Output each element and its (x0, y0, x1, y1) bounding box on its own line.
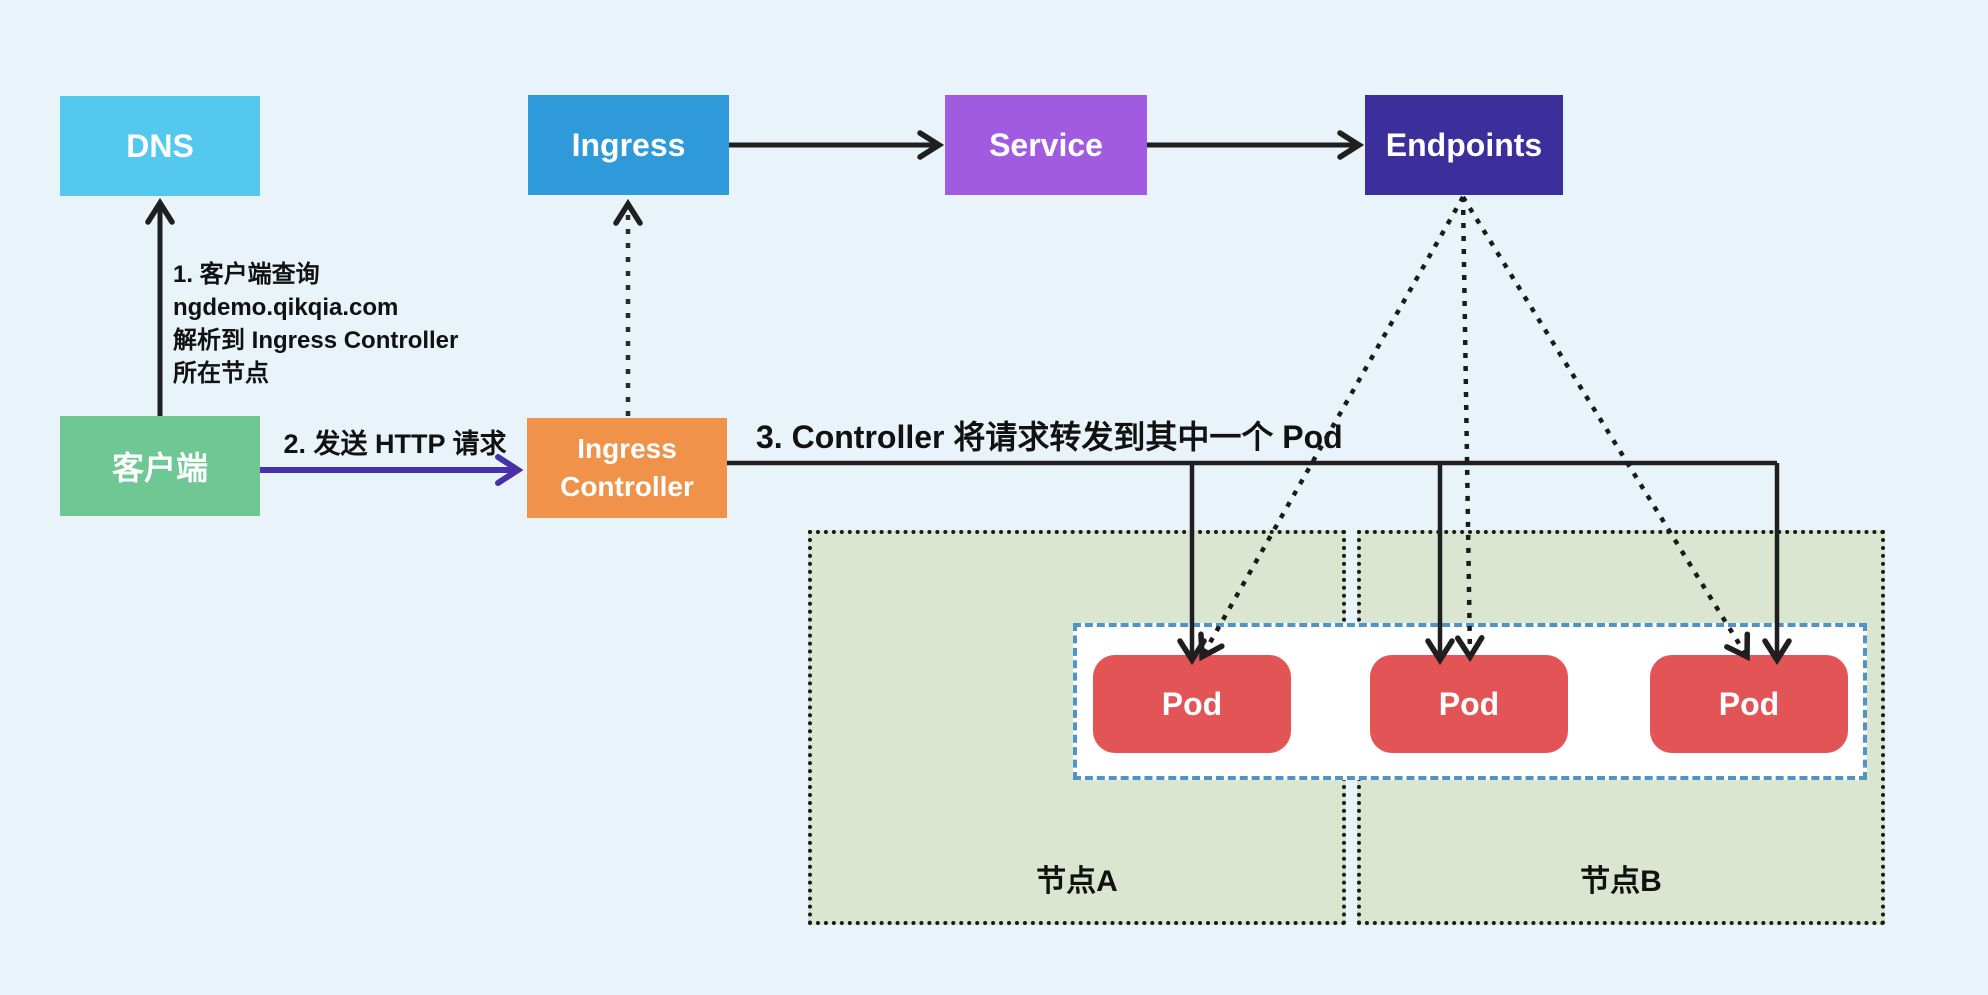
ingress-controller-box: Ingress Controller (527, 418, 727, 518)
pod-box: Pod (1650, 655, 1848, 753)
service-box: Service (945, 95, 1147, 195)
step2-note: 2. 发送 HTTP 请求 (283, 429, 507, 459)
ingress-box: Ingress (528, 95, 729, 195)
step1-note: 1. 客户端查询 ngdemo.qikqia.com 解析到 Ingress C… (173, 261, 459, 387)
node-b-label: 节点B (1580, 865, 1662, 898)
dns-box: DNS (60, 96, 260, 196)
step3-note: 3. Controller 将请求转发到其中一个 Pod (756, 419, 1343, 455)
client-box: 客户端 (60, 416, 260, 516)
pod-box: Pod (1093, 655, 1291, 753)
pod-box: Pod (1370, 655, 1568, 753)
endpoints-box: Endpoints (1365, 95, 1563, 195)
node-a-label: 节点A (1036, 865, 1118, 898)
